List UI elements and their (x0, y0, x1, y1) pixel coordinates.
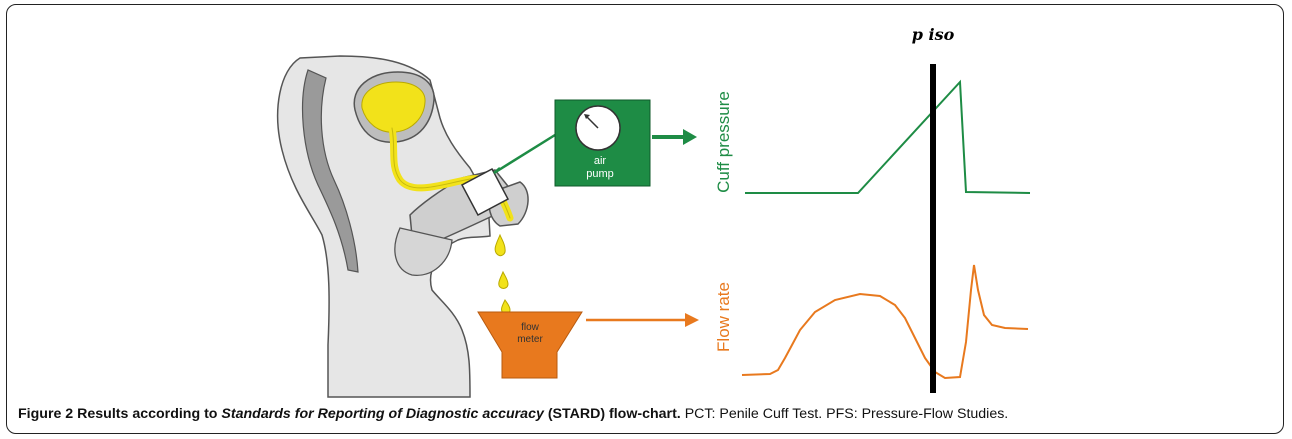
figure-frame (6, 4, 1284, 434)
flow-meter-funnel (477, 311, 583, 379)
penile-cuff (460, 167, 510, 217)
figure-caption: Figure 2 Results according to Standards … (18, 406, 1280, 422)
caption-title-italic: Standards for Reporting of Diagnostic ac… (221, 406, 544, 422)
flow-arrow (586, 313, 699, 327)
body-outline (276, 55, 491, 398)
anatomy-illustration (276, 55, 529, 398)
cuff-to-pump-tube (493, 133, 556, 175)
flow-meter-label-line2: meter (517, 334, 543, 345)
flow-meter: flow meter (477, 311, 583, 379)
scrotum (394, 227, 453, 276)
rectum-shape (301, 69, 359, 273)
bladder-urine (361, 81, 426, 133)
pressure-arrow (652, 129, 697, 145)
air-pump: air pump (493, 99, 651, 187)
urine-drop-1 (494, 233, 506, 257)
flow-rate-trace (741, 264, 1029, 380)
caption-rest: PCT: Penile Cuff Test. PFS: Pressure-Flo… (684, 406, 1009, 422)
caption-title-part1: Results according to (77, 406, 218, 422)
air-pump-label-line2: pump (586, 168, 614, 180)
urine-drop-2 (498, 270, 509, 289)
cuff-pressure-trace (745, 79, 1031, 194)
caption-title-part2: (STARD) flow-chart. (547, 406, 681, 422)
p-iso-label: p iso (912, 25, 955, 44)
air-pump-label-line1: air (594, 155, 607, 167)
caption-figure-number: Figure 2 (18, 406, 74, 422)
cuff-pressure-label: Cuff pressure (714, 91, 733, 193)
flow-rate-label: Flow rate (714, 282, 733, 352)
flow-meter-label-line1: flow (521, 322, 540, 333)
